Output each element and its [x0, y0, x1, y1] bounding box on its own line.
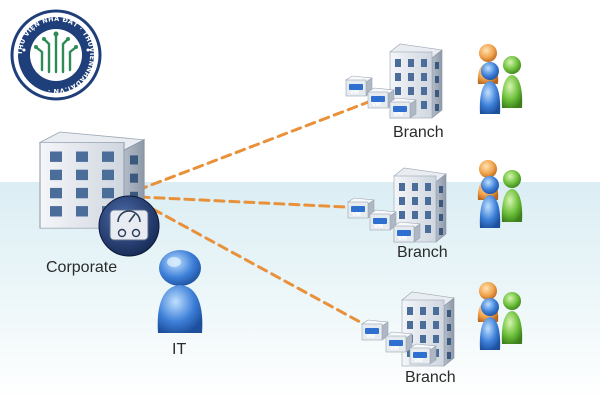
branch-2-label: Branch [397, 244, 448, 261]
vm-label: VM [366, 334, 375, 340]
vm-label: VM [398, 236, 407, 242]
vm-label: VM [414, 358, 423, 364]
branch-2-users-icon [477, 160, 523, 228]
branch-3-group [361, 282, 523, 367]
it-label: IT [172, 341, 187, 358]
vm-label: VM [372, 102, 381, 108]
corporate-label: Corporate [46, 259, 118, 276]
link-branch-1 [136, 91, 394, 192]
vm-label: VM [394, 112, 403, 118]
link-branch-2 [138, 195, 368, 210]
vm-labels: VM VM VM VM VM VM VM VM VM [350, 90, 423, 364]
branch-3-label: Branch [405, 369, 456, 386]
logo-seal: THƯ VIỆN NHÀ ĐẤT · THUVIENNHADAT.VN · [10, 9, 102, 101]
vm-label: VM [350, 90, 359, 96]
dashboard-appliance-icon [98, 195, 160, 257]
link-branch-3 [138, 200, 384, 336]
branch-3-users-icon [477, 282, 523, 350]
links [136, 91, 394, 336]
vm-label: VM [390, 346, 399, 352]
person-icon [157, 250, 203, 333]
vm-label: VM [352, 212, 361, 218]
branch-1-label: Branch [393, 124, 444, 141]
vm-label: VM [374, 224, 383, 230]
branch-1-users-icon [477, 44, 523, 114]
